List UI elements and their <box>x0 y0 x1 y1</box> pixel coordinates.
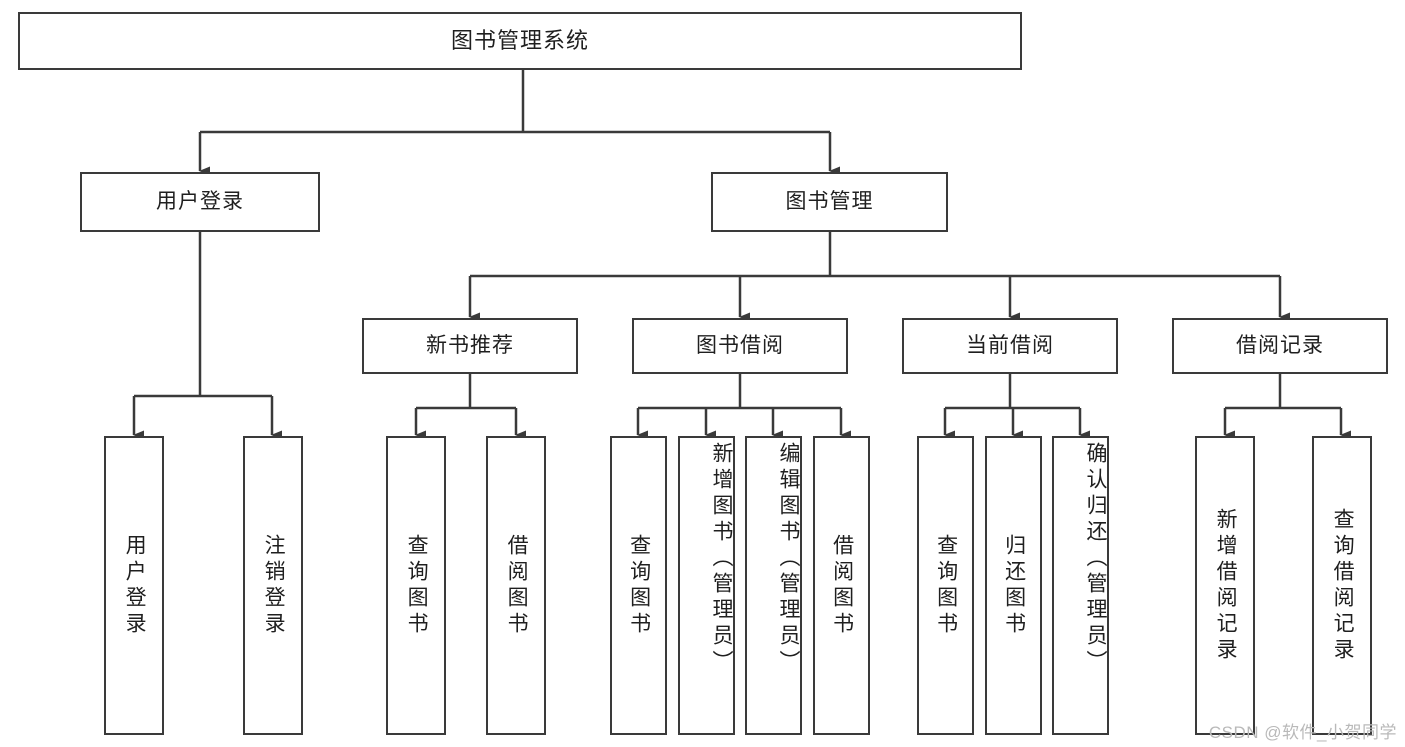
node-current-borrow: 当前借阅 <box>902 318 1118 374</box>
node-book-management: 图书管理 <box>711 172 948 232</box>
node-leaf-return-book: 归还图书 <box>985 436 1042 735</box>
node-leaf-borrow-book-1: 借阅图书 <box>486 436 546 735</box>
node-leaf-query-borrow-record: 查询借阅记录 <box>1312 436 1372 735</box>
node-leaf-query-book-3: 查询图书 <box>917 436 974 735</box>
node-user-login: 用户登录 <box>80 172 320 232</box>
node-leaf-query-book-1: 查询图书 <box>386 436 446 735</box>
node-root: 图书管理系统 <box>18 12 1022 70</box>
node-leaf-add-borrow-record: 新增借阅记录 <box>1195 436 1255 735</box>
node-leaf-confirm-return-admin: 确认归还（管理员） <box>1052 436 1109 735</box>
node-leaf-borrow-book-2: 借阅图书 <box>813 436 870 735</box>
node-borrow-record: 借阅记录 <box>1172 318 1388 374</box>
node-book-borrow: 图书借阅 <box>632 318 848 374</box>
connector-group <box>132 70 1351 440</box>
node-leaf-edit-book-admin: 编辑图书（管理员） <box>745 436 802 735</box>
node-new-book-recommend: 新书推荐 <box>362 318 578 374</box>
node-leaf-user-login: 用户登录 <box>104 436 164 735</box>
node-leaf-query-book-2: 查询图书 <box>610 436 667 735</box>
watermark-text: CSDN @软件_小贺同学 <box>1208 723 1397 742</box>
node-leaf-add-book-admin: 新增图书（管理员） <box>678 436 735 735</box>
node-leaf-logout-login: 注销登录 <box>243 436 303 735</box>
